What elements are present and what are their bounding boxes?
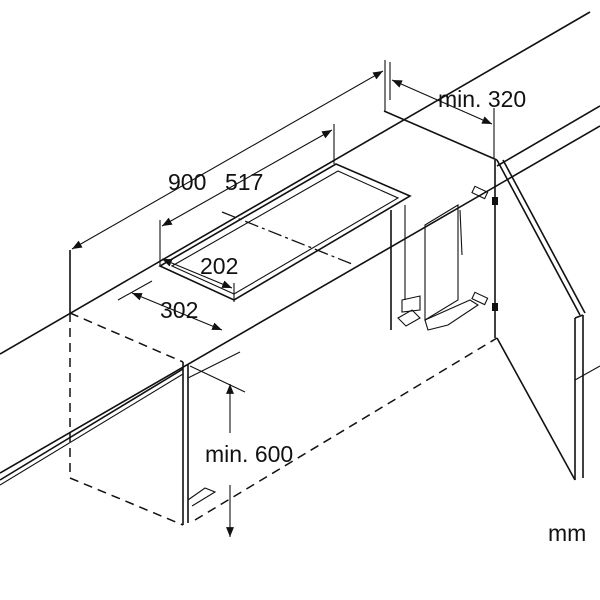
dimension-202 bbox=[161, 258, 235, 302]
label-900: 900 bbox=[168, 169, 206, 195]
label-202: 202 bbox=[200, 253, 238, 279]
right-cabinet bbox=[383, 110, 498, 338]
left-cabinet-outline bbox=[69, 312, 498, 526]
hinge-top bbox=[471, 185, 498, 205]
label-min-600: min. 600 bbox=[205, 441, 293, 467]
dimension-517 bbox=[159, 124, 335, 266]
label-302: 302 bbox=[160, 297, 198, 323]
label-min-320: min. 320 bbox=[438, 86, 526, 112]
hinge-bottom bbox=[471, 291, 498, 311]
dimension-302 bbox=[117, 280, 223, 331]
unit-label: mm bbox=[548, 520, 586, 546]
label-517: 517 bbox=[225, 169, 263, 195]
cabinet-door bbox=[496, 159, 600, 481]
worktop bbox=[0, 11, 600, 486]
dimension-min-320 bbox=[389, 62, 495, 158]
appliance-unit bbox=[397, 204, 480, 331]
center-line bbox=[221, 211, 353, 265]
dimension-min-600 bbox=[189, 365, 246, 537]
